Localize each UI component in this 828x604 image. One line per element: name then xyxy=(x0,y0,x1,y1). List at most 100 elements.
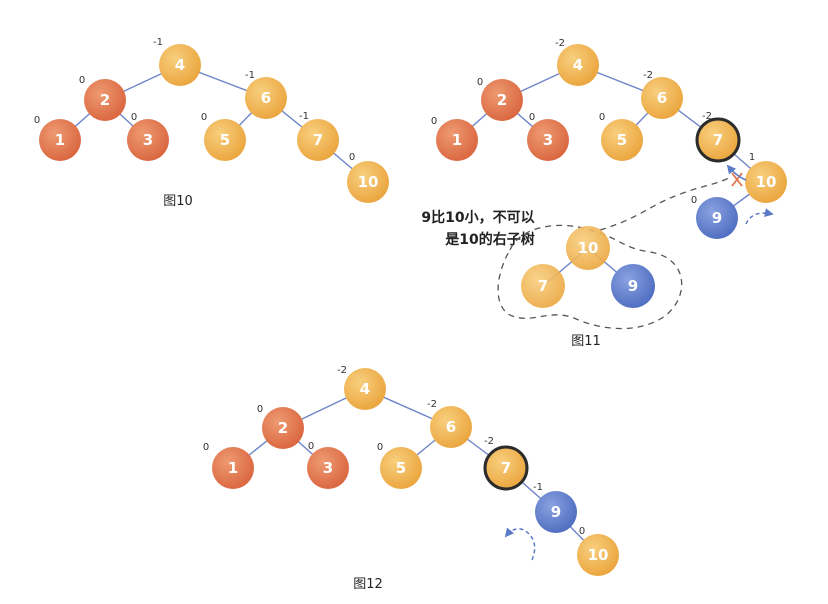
node-value: 4 xyxy=(573,56,583,74)
node-circle xyxy=(307,447,349,489)
node-circle xyxy=(696,197,738,239)
figure-caption: 图10 xyxy=(163,194,193,209)
node-value: 6 xyxy=(261,89,271,107)
node-value: 1 xyxy=(55,131,65,149)
node-value: 5 xyxy=(396,459,406,477)
rotation-cross-mark xyxy=(731,172,743,187)
node-value: 9 xyxy=(712,209,722,227)
tree-node: 6 -2 xyxy=(427,399,472,448)
balance-factor: 0 xyxy=(257,404,263,415)
tree-node: 7 -1 xyxy=(297,111,339,161)
node-value: 7 xyxy=(313,131,323,149)
node-value: 2 xyxy=(100,91,110,109)
node-circle xyxy=(297,119,339,161)
note-line: 是10的右子树 xyxy=(445,231,534,248)
note-line: 9比10小，不可以 xyxy=(421,209,534,226)
node-value: 9 xyxy=(551,503,561,521)
tree-node: 10 1 xyxy=(745,152,787,203)
node-value: 10 xyxy=(756,173,777,191)
tree-node: 3 0 xyxy=(127,112,169,161)
node-circle xyxy=(535,491,577,533)
figure-11: 4 -2 2 0 6 -2 1 0 3 0 5 0 xyxy=(421,38,787,349)
balance-factor: 1 xyxy=(749,152,755,163)
rotation-arrow xyxy=(504,527,536,561)
inset-node: 7 xyxy=(521,264,565,308)
tree-node: 1 0 xyxy=(431,116,478,161)
node-circle xyxy=(39,119,81,161)
balance-factor: 0 xyxy=(79,75,85,86)
node-circle xyxy=(483,445,529,491)
node-circle xyxy=(601,119,643,161)
node-circle xyxy=(436,119,478,161)
tree-node: 5 0 xyxy=(201,112,246,161)
tree-node: 4 -2 xyxy=(555,38,599,86)
node-value: 5 xyxy=(617,131,627,149)
balance-factor: -2 xyxy=(337,365,347,376)
node-value: 10 xyxy=(358,173,379,191)
balance-factor: -1 xyxy=(533,482,543,493)
tree-node: 5 0 xyxy=(599,112,643,161)
tree-node: 10 0 xyxy=(347,152,389,203)
node-circle xyxy=(527,119,569,161)
tree-node: 10 0 xyxy=(577,526,619,576)
node-circle xyxy=(127,119,169,161)
node-circle xyxy=(577,534,619,576)
balance-factor: -2 xyxy=(484,436,494,447)
tree-node: 4 -2 xyxy=(337,365,386,410)
tree-node: 2 0 xyxy=(477,77,523,121)
node-circle xyxy=(611,264,655,308)
balance-factor: 0 xyxy=(529,112,535,123)
balance-factor: -1 xyxy=(299,111,309,122)
rotation-arrow xyxy=(745,208,774,225)
balance-factor: 0 xyxy=(691,195,697,206)
node-circle xyxy=(380,447,422,489)
balance-factor: 0 xyxy=(203,442,209,453)
balance-factor: 0 xyxy=(599,112,605,123)
tree-node: 2 0 xyxy=(79,75,126,121)
node-value: 1 xyxy=(228,459,238,477)
balance-factor: -2 xyxy=(427,399,437,410)
tree-node: 6 -1 xyxy=(245,70,287,119)
node-value: 3 xyxy=(143,131,153,149)
node-value: 7 xyxy=(538,277,548,295)
node-value: 7 xyxy=(501,459,511,477)
balance-factor: -1 xyxy=(245,70,255,81)
dashed-connector xyxy=(599,175,733,231)
node-value: 4 xyxy=(360,380,370,398)
node-value: 2 xyxy=(278,419,288,437)
balance-factor: 0 xyxy=(377,442,383,453)
node-value: 7 xyxy=(713,131,723,149)
node-value: 6 xyxy=(446,418,456,436)
balance-factor: 0 xyxy=(34,115,40,126)
figure-12: 4 -2 2 0 6 -2 1 0 3 0 5 0 xyxy=(203,365,619,592)
node-circle xyxy=(430,406,472,448)
balance-factor: 0 xyxy=(477,77,483,88)
tree-node: 5 0 xyxy=(377,442,422,489)
balance-factor: -2 xyxy=(555,38,565,49)
tree-node: 9 0 xyxy=(691,195,738,239)
node-value: 5 xyxy=(220,131,230,149)
node-circle xyxy=(481,79,523,121)
node-circle xyxy=(204,119,246,161)
node-circle xyxy=(212,447,254,489)
tree-node-highlighted: 7 -2 xyxy=(483,436,529,491)
tree-node: 1 0 xyxy=(34,115,81,161)
balance-factor: 0 xyxy=(201,112,207,123)
balance-factor: -1 xyxy=(153,37,163,48)
rotation-arrow xyxy=(726,164,747,181)
tree-node: 2 0 xyxy=(257,404,304,449)
node-circle xyxy=(745,161,787,203)
node-circle xyxy=(159,44,201,86)
node-circle xyxy=(262,407,304,449)
tree-node: 1 0 xyxy=(203,442,254,489)
node-value: 3 xyxy=(323,459,333,477)
node-circle xyxy=(84,79,126,121)
tree-node: 3 0 xyxy=(527,112,569,161)
figure-10: 4 -1 2 0 6 -1 1 0 3 0 5 0 xyxy=(34,37,389,209)
node-value: 3 xyxy=(543,131,553,149)
node-circle xyxy=(344,368,386,410)
node-value: 10 xyxy=(578,239,599,257)
tree-node: 4 -1 xyxy=(153,37,201,86)
balance-factor: 0 xyxy=(579,526,585,537)
